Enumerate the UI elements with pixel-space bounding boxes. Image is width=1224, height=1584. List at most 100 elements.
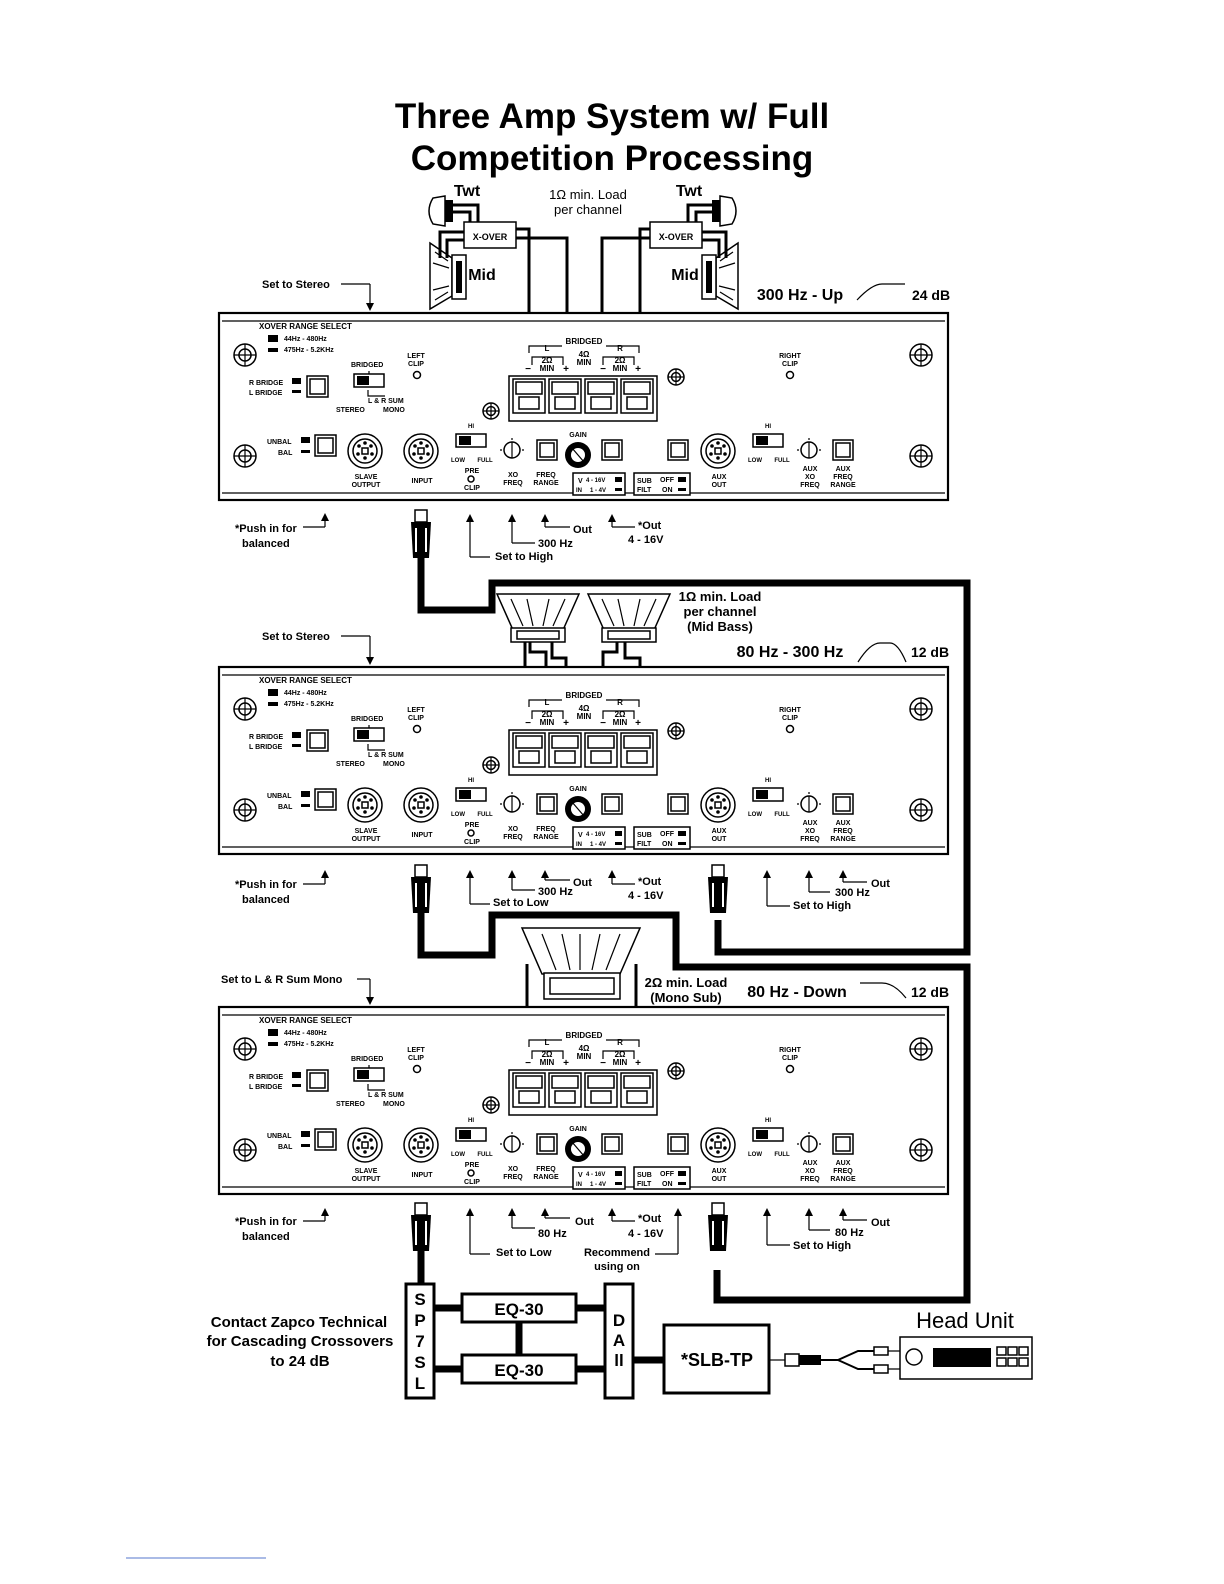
range-high-icon xyxy=(268,702,278,706)
v-high-label: 4 - 16V xyxy=(586,478,605,484)
aux-label: AUX xyxy=(712,474,727,481)
r-plus-label: + xyxy=(635,364,641,375)
l-bridge-icon xyxy=(292,744,301,747)
off-icon xyxy=(678,477,686,482)
bal-icon xyxy=(301,450,310,453)
page-title: Three Amp System w/ Full Competition Pro… xyxy=(0,96,1224,180)
amp3-slave-output-jack-icon-key xyxy=(361,1141,369,1149)
amp2-screw-br-icon-cross xyxy=(910,799,932,821)
amp3-bridge-button-inner xyxy=(309,1072,326,1089)
amp2-aux-set-high-arrow-head xyxy=(763,870,771,878)
amp2-sub-filt-box xyxy=(633,826,691,850)
amp2-aux-out-jack-icon-pin xyxy=(710,798,714,802)
amp2-sub-filt-button-inner xyxy=(670,796,686,812)
amp3-aux-freq-range-button-inner xyxy=(835,1136,851,1152)
terminal-l-label: L xyxy=(545,344,550,353)
amp2-volt-box xyxy=(572,826,626,850)
terminal-bracket-top xyxy=(528,345,640,353)
bridged-min-label: MIN xyxy=(577,712,592,721)
amp2-slope-label: 12 dB xyxy=(911,644,949,660)
in-label: IN xyxy=(576,842,582,848)
terminal-bracket-top xyxy=(528,699,640,707)
terminal-bridged-label: BRIDGED xyxy=(566,1031,603,1040)
amp2-set-note: Set to Stereo xyxy=(262,631,330,643)
amp1-input-rca-icon-grip xyxy=(415,528,427,552)
aux-xo-label: XO xyxy=(805,828,816,835)
low-label: LOW xyxy=(451,812,465,818)
amp2-aux-out-jack-icon-key xyxy=(714,801,722,809)
amp1-volt-arrow-head xyxy=(608,514,616,522)
terminal-l-label: L xyxy=(545,698,550,707)
amp3-set-low-note: Set to Low xyxy=(496,1247,552,1259)
amp3-aux-set-high-note: Set to High xyxy=(793,1240,851,1252)
r-2ohm-label: 2Ω xyxy=(615,1050,626,1059)
sp7sl-letter: S xyxy=(414,1290,425,1309)
rca-head-plug-top xyxy=(873,1346,889,1356)
l-minus-label: − xyxy=(525,718,531,729)
v-high-icon xyxy=(615,831,622,836)
v-high-label: 4 - 16V xyxy=(586,1172,605,1178)
gain-knob-pointer xyxy=(571,447,585,463)
v-low-label: 1 - 4V xyxy=(590,1182,606,1188)
aux-out-label: OUT xyxy=(712,482,728,489)
stereo-label: STEREO xyxy=(336,1101,365,1108)
mid-magnet-core xyxy=(456,261,462,293)
amp3-set-note: Set to L & R Sum Mono xyxy=(221,974,343,986)
amp1-aux-filter-switch-lever xyxy=(756,436,768,445)
amp2-aux-300hz-arrow-head xyxy=(805,870,813,878)
amp3-using-on-note: using on xyxy=(594,1261,640,1273)
amp1-screw-c1-icon-cross xyxy=(483,403,499,419)
amp1-screw-br-icon-cross xyxy=(910,445,932,467)
left-clip-label-2: CLIP xyxy=(408,361,424,368)
dall-box xyxy=(603,1282,635,1400)
unbal-label: UNBAL xyxy=(267,1133,292,1140)
aux-out-label: OUT xyxy=(712,836,728,843)
amp1-slave-output-jack-icon-pin xyxy=(369,444,373,448)
amp1-300hz-note: 300 Hz xyxy=(538,538,573,550)
amp3-slave-output-jack-icon-pin xyxy=(363,1150,367,1154)
contact-line-2: for Cascading Crossovers xyxy=(207,1333,394,1350)
amp3-input-jack-icon-pin xyxy=(419,1150,423,1154)
range-low-icon xyxy=(268,1029,278,1036)
amp3-input-jack-icon-pin xyxy=(412,1146,416,1150)
amp3-screw-bl-icon-cross xyxy=(234,1139,256,1161)
dall-letter: D xyxy=(613,1311,625,1330)
terminal-clamp xyxy=(590,1090,612,1104)
off-label: OFF xyxy=(660,1171,675,1178)
low-label: LOW xyxy=(451,1152,465,1158)
rca-head-leads xyxy=(888,1350,900,1370)
terminal-clamp xyxy=(590,750,612,764)
amp2-set-low-note: Set to Low xyxy=(493,897,549,909)
subwoofer-wire xyxy=(525,964,638,1007)
amp3-aux-out-jack-icon-pin xyxy=(716,1135,720,1139)
amp3-recommend-arrow-head xyxy=(674,1208,682,1216)
amp2-aux-out-jack-icon-pin xyxy=(723,806,727,810)
terminal-screw-slot xyxy=(551,381,579,395)
pre-clip-label: CLIP xyxy=(464,1179,480,1186)
amp2-aux-out-jack-icon-pin xyxy=(716,795,720,799)
terminal-screw-slot xyxy=(515,1075,543,1089)
aux-label: AUX xyxy=(712,828,727,835)
full-label: FULL xyxy=(477,812,493,818)
bridged-label: BRIDGED xyxy=(351,716,383,723)
l-bridge-icon xyxy=(292,390,301,393)
filt-label: FILT xyxy=(637,487,652,494)
signal-cables xyxy=(411,509,971,1304)
amp1-aux-out-jack-icon-pin xyxy=(716,441,720,445)
full-label: FULL xyxy=(477,458,493,464)
terminal-clamp xyxy=(590,396,612,410)
range-high-icon xyxy=(268,1042,278,1046)
amp1-sub-filt-button-inner xyxy=(670,442,686,458)
left-clip-label: LEFT xyxy=(407,353,425,360)
l-min-label: MIN xyxy=(540,718,555,727)
amp1-screw-bl-icon-cross xyxy=(234,445,256,467)
amp3-load-label-1: 2Ω min. Load xyxy=(645,975,728,990)
gain-knob-pointer xyxy=(571,801,585,817)
rca-plug-body xyxy=(799,1355,821,1365)
amp1-freq-range-button-inner xyxy=(539,442,555,458)
amp2-to-amp3-cable xyxy=(417,911,971,1304)
range-high-label: 475Hz - 5.2KHz xyxy=(284,701,334,708)
full-label: FULL xyxy=(477,1152,493,1158)
amp3-input-jack-icon-pin xyxy=(425,1138,429,1142)
amp2-input-jack-icon-pin xyxy=(419,795,423,799)
